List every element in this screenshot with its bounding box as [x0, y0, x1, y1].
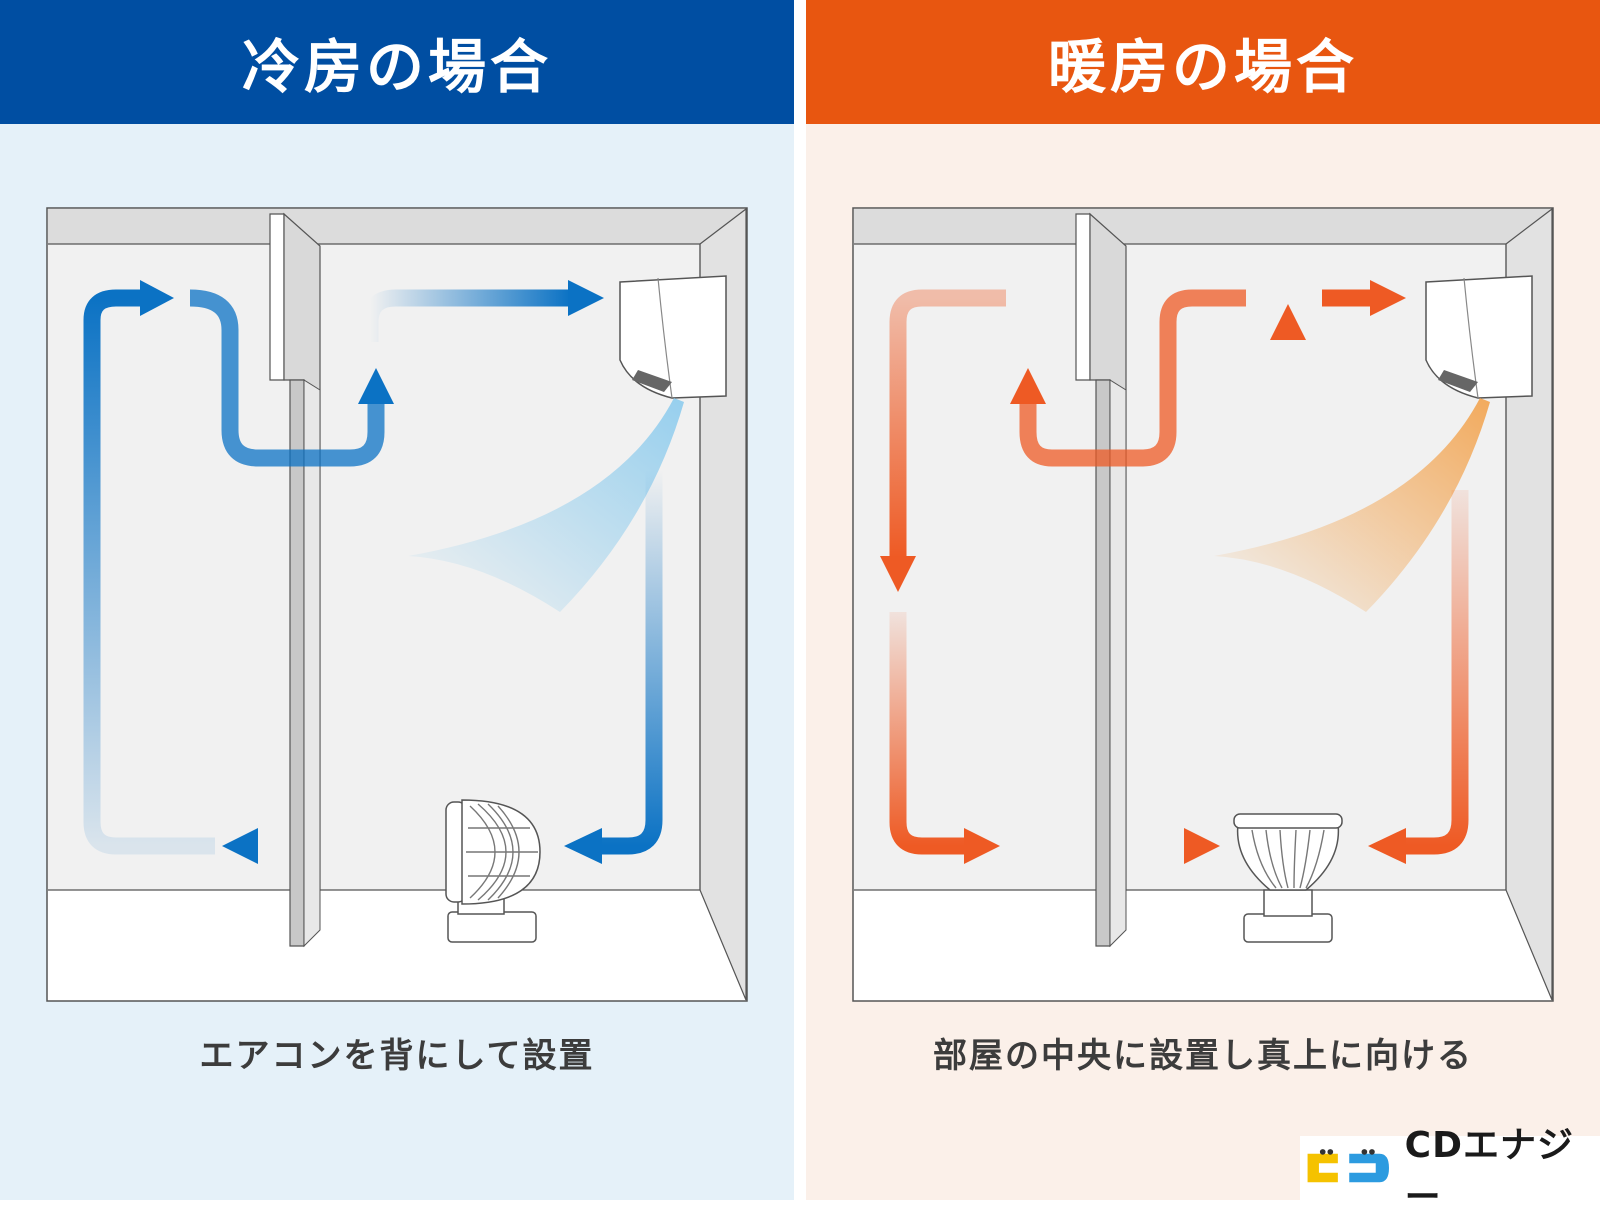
- arrow-over-partition: [189, 289, 385, 467]
- arrow-head: [1184, 828, 1220, 864]
- arrow-head: [1368, 828, 1406, 864]
- heating-panel: 暖房の場合: [806, 0, 1600, 1218]
- room: [852, 207, 1554, 1002]
- logo-text: CDエナジー: [1404, 1125, 1574, 1218]
- arrow-head: [1370, 280, 1406, 316]
- arrow-head: [1270, 304, 1306, 340]
- partition-wall: [1075, 212, 1127, 948]
- arrow-head: [564, 828, 602, 864]
- cooling-caption: エアコンを背にして設置: [199, 1036, 595, 1076]
- arrow-through-partition: [1019, 289, 1246, 467]
- heating-room-diagram: [852, 207, 1554, 1002]
- arrow-right-down: [1404, 490, 1469, 855]
- arrow-head: [1010, 368, 1046, 404]
- arrow-left-bottom: [889, 612, 966, 855]
- partition-wall: [269, 212, 321, 948]
- cooling-title: 冷房の場合: [0, 0, 794, 124]
- air-conditioner-icon: [1425, 275, 1533, 399]
- arrow-head: [358, 368, 394, 404]
- airflow-arrows: [83, 280, 663, 864]
- arrow-right-down: [600, 470, 663, 855]
- heating-caption: 部屋の中央に設置し真上に向ける: [933, 1036, 1473, 1076]
- arrow-to-ac: [361, 289, 570, 342]
- arrow-head: [568, 280, 604, 316]
- room: [46, 207, 748, 1002]
- cd-energy-logo-icon: [1307, 1149, 1389, 1183]
- cooling-panel: 冷房の場合: [0, 0, 794, 1200]
- logo: CDエナジー: [1300, 1125, 1600, 1218]
- arrow-head: [964, 828, 1000, 864]
- circulator-fan-icon: [445, 799, 541, 943]
- arrow-left-down: [889, 289, 1006, 558]
- heating-title: 暖房の場合: [806, 0, 1600, 124]
- arrow-head: [880, 556, 916, 592]
- cold-airflow: [408, 398, 684, 612]
- air-conditioner-icon: [619, 275, 727, 399]
- airflow-arrows: [880, 280, 1469, 864]
- arrow-left-up: [83, 289, 215, 855]
- circulator-fan-icon: [1233, 813, 1343, 943]
- arrow-head: [222, 828, 258, 864]
- cooling-room-diagram: [46, 207, 748, 1002]
- arrow-head: [140, 280, 174, 316]
